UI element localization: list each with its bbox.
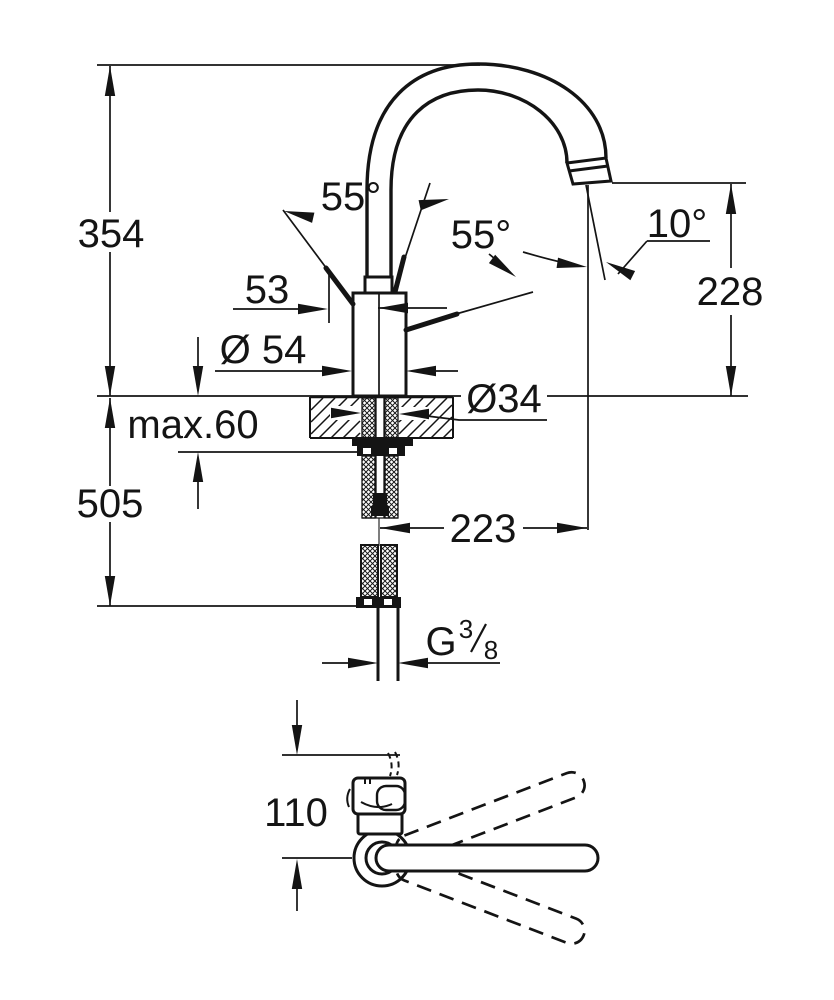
connection-tube: [376, 608, 400, 681]
dim-505: 505: [77, 398, 144, 606]
dim-53: 53: [233, 268, 447, 315]
body-mid-block: [356, 811, 404, 836]
thread-numerator-label: 3: [459, 614, 473, 644]
thread-denominator-label: 8: [484, 635, 498, 665]
dim-55-right-label: 55°: [451, 213, 512, 257]
handle-lever: [374, 843, 600, 873]
dim-d34: Ø34: [330, 377, 547, 421]
dim-10-label: 10°: [647, 202, 708, 246]
handle-right-position: [403, 311, 460, 333]
plan-view: 110: [264, 700, 600, 946]
dim-max60: max.60: [127, 337, 259, 509]
mounting-flange: [352, 439, 413, 446]
mounting-shank: [352, 397, 413, 546]
faucet-body: [351, 275, 408, 398]
dim-223-label: 223: [450, 507, 517, 551]
dim-228-label: 228: [697, 270, 764, 314]
dim-g38: G 3 8: [322, 614, 500, 669]
dim-d34-label: Ø34: [466, 377, 542, 421]
dim-55-right: 55°: [451, 213, 520, 282]
dim-55-left: 55°: [282, 175, 451, 223]
dim-d54: Ø 54: [215, 328, 458, 377]
handle-rest-position: [392, 254, 407, 295]
dim-110-label: 110: [264, 791, 328, 835]
handle-left-position: [323, 265, 356, 307]
dim-110: 110: [264, 700, 328, 911]
faucet-neck: [363, 275, 394, 295]
mounting-nut: [357, 446, 405, 456]
supply-hoses: [356, 544, 401, 681]
hose-nuts: [356, 597, 401, 608]
dim-354-label: 354: [78, 212, 145, 256]
handle-rest-extent-line: [404, 182, 431, 259]
dim-228: 228: [697, 184, 764, 396]
spout-tip-hidden-marks: [387, 751, 400, 777]
dim-53-label: 53: [245, 268, 290, 312]
dim-505-label: 505: [77, 482, 144, 526]
dim-354: 354: [78, 66, 145, 396]
spout-gooseneck: [365, 62, 613, 279]
handle-positions: [282, 182, 534, 333]
dim-d54-label: Ø 54: [220, 328, 307, 372]
thread-letter-label: G: [425, 620, 456, 664]
dim-10: 10°: [522, 184, 710, 281]
side-elevation-view: 354 505 228 53 Ø 54: [77, 62, 764, 681]
handle-left-extent-line: [282, 209, 328, 270]
dim-55-left-label: 55°: [321, 175, 382, 219]
dim-223: 223: [380, 507, 587, 551]
spout-body-block: [351, 776, 407, 816]
spout-outlet-tip: [565, 156, 613, 186]
dim-max60-label: max.60: [127, 403, 258, 447]
extension-lines: [97, 64, 748, 607]
